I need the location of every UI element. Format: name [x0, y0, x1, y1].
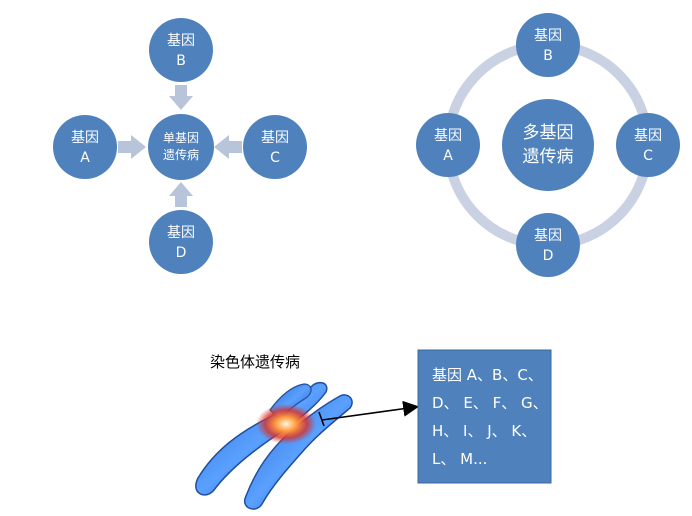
node-gene-d-line1: 基因 [167, 224, 195, 241]
center-multi-line2: 遗传病 [523, 147, 574, 167]
chromosome-image [195, 381, 353, 510]
node-multi-gene-b: 基因 B [516, 13, 580, 77]
node-multi-gene-a: 基因 A [416, 113, 480, 177]
node-gene-d-line2: D [176, 245, 187, 261]
node-center-single-gene: 单基因 遗传病 [148, 114, 214, 180]
gene-list-line2: D、 E、 F、 G、 [432, 394, 548, 412]
node-gene-b: 基因 B [149, 18, 213, 82]
node-gene-c: 基因 C [243, 115, 307, 179]
node-multi-gene-c: 基因 C [616, 113, 680, 177]
node-gene-a-line2: A [80, 150, 90, 166]
multi-gene-diagram: 多基因 遗传病 基因 B 基因 A 基因 C 基因 D [416, 13, 680, 277]
multi-gene-c-line1: 基因 [634, 127, 662, 144]
multi-gene-b-line2: B [543, 48, 553, 64]
node-multi-gene-d: 基因 D [516, 213, 580, 277]
center-multi-line1: 多基因 [523, 123, 574, 143]
node-gene-b-line2: B [176, 53, 186, 69]
node-gene-d: 基因 D [149, 210, 213, 274]
gene-list-line1: 基因 A、B、C、 [432, 366, 543, 384]
gene-list-box: 基因 A、B、C、 D、 E、 F、 G、 H、 I、 J、 K、 L、 M..… [417, 349, 552, 484]
node-gene-a-line1: 基因 [71, 129, 99, 146]
multi-gene-b-line1: 基因 [534, 27, 562, 44]
center-single-line1: 单基因 [163, 131, 199, 145]
arrow-c-to-center [214, 135, 242, 159]
node-center-multi-gene: 多基因 遗传病 [502, 99, 594, 191]
gene-list-line3: H、 I、 J、 K、 [432, 422, 536, 440]
node-gene-c-line2: C [270, 150, 280, 166]
multi-gene-d-line1: 基因 [534, 227, 562, 244]
multi-gene-c-line2: C [643, 148, 653, 164]
pointer-arrow [321, 400, 420, 421]
centromere-glow [256, 404, 316, 444]
multi-gene-a-line2: A [443, 148, 453, 164]
arrow-d-to-center [169, 182, 193, 207]
single-gene-diagram: 基因 B 基因 A 单基因 遗传病 基因 C 基因 D [53, 18, 307, 274]
arrow-a-to-center [118, 135, 146, 159]
arrow-b-to-center [169, 85, 193, 110]
chromosome-section: 染色体遗传病 基因 A、B、C、 D、 E、 F、 G、 H、 I、 J、 K、… [195, 349, 552, 510]
center-single-line2: 遗传病 [163, 147, 199, 162]
node-gene-c-line1: 基因 [261, 129, 289, 146]
multi-gene-a-line1: 基因 [434, 127, 462, 144]
node-gene-b-line1: 基因 [167, 32, 195, 49]
chromosome-caption: 染色体遗传病 [210, 353, 300, 371]
node-gene-a: 基因 A [53, 115, 117, 179]
gene-list-line4: L、 M... [432, 450, 487, 468]
multi-gene-d-line2: D [543, 248, 554, 264]
gene-marker-tick [318, 411, 325, 427]
